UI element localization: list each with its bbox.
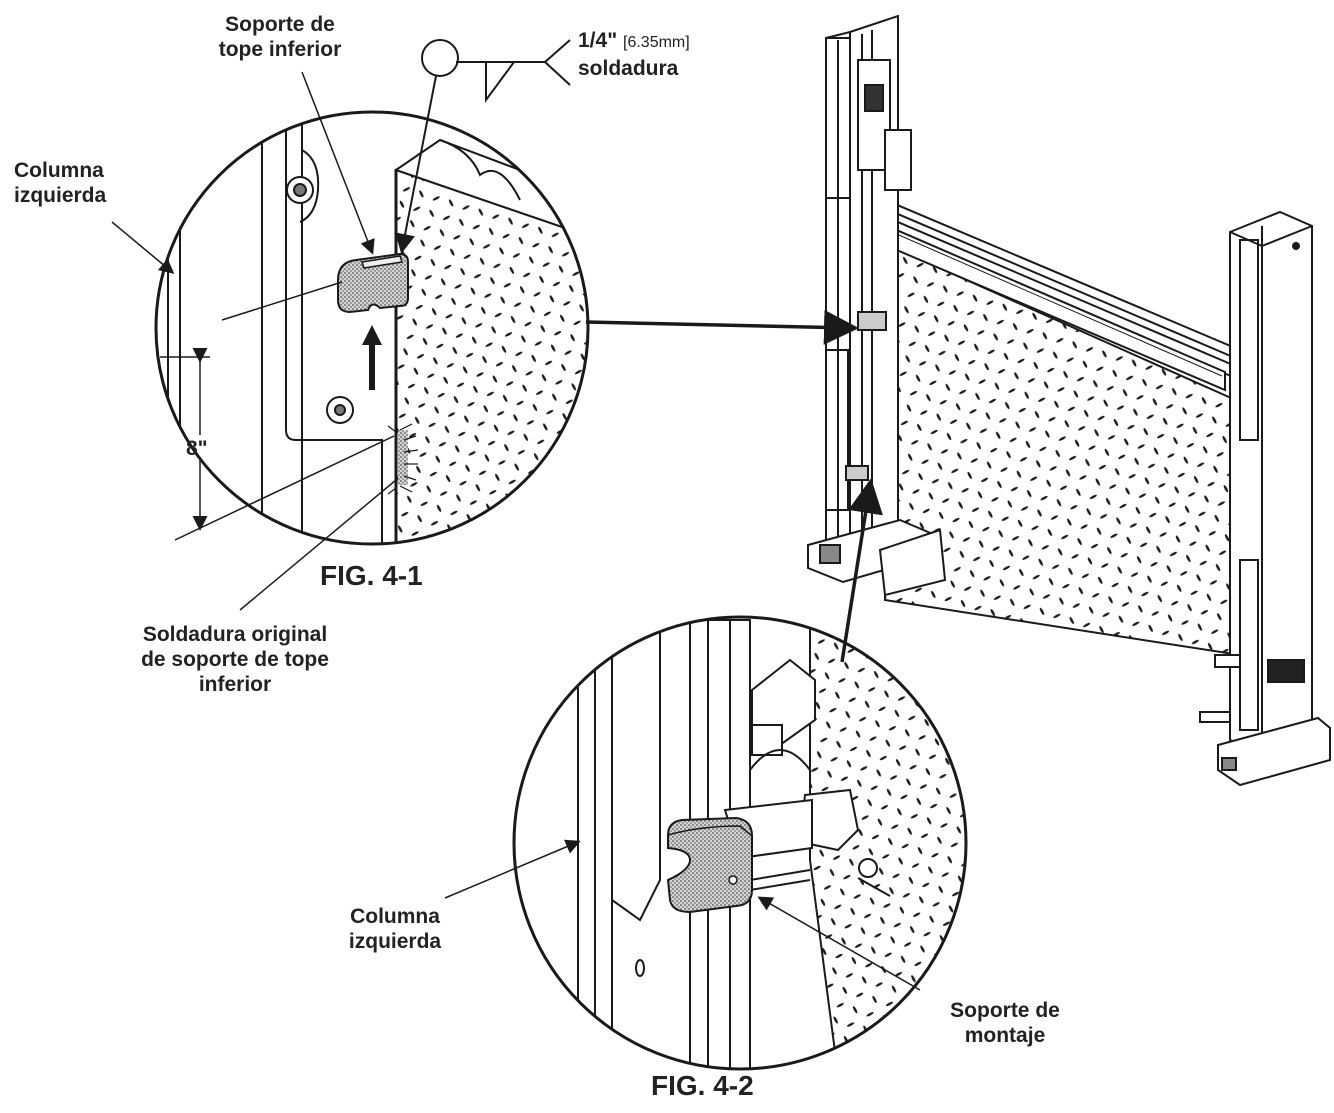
label-weld-size: 1/4" [6.35mm]: [578, 28, 690, 55]
label-weld-word: soldadura: [578, 57, 679, 80]
label-mounting-bracket-line2: montaje: [964, 1024, 1046, 1047]
lift-assembly: [807, 14, 1331, 787]
label-original-weld-line3: inferior: [198, 673, 272, 696]
label-left-column-bottom-line1: Columna: [350, 905, 440, 928]
weld-size-value: 1/4": [578, 29, 618, 52]
figure-caption-4-1: FIG. 4-1: [320, 560, 423, 591]
label-left-column-top-line2: izquierda: [14, 184, 107, 207]
label-left-column-bottom: Columna izquierda: [335, 904, 455, 954]
label-original-weld-line2: de soporte de tope: [141, 648, 329, 671]
mounting-bracket: [666, 816, 753, 914]
weld-symbol: [395, 39, 571, 254]
figure-caption-4-2: FIG. 4-2: [651, 1070, 754, 1101]
label-original-weld: Soldadura original de soporte de tope in…: [80, 622, 390, 697]
detail-fig-4-1: [111, 39, 859, 611]
label-original-weld-line1: Soldadura original: [142, 623, 328, 646]
label-mounting-bracket-line1: Soporte de: [950, 999, 1060, 1022]
label-mounting-bracket: Soporte de montaje: [920, 998, 1090, 1048]
label-stop-bracket-line1: Soporte de: [225, 13, 335, 36]
label-stop-bracket-line2: tope inferior: [218, 38, 342, 61]
stop-bracket: [337, 252, 409, 314]
connector-arrow-bottom: [840, 478, 883, 663]
original-weld-mark: [387, 423, 419, 495]
label-left-column-top-line1: Columna: [14, 159, 104, 182]
connector-arrow-top: [585, 309, 859, 345]
label-left-column-top: Columna izquierda: [14, 158, 106, 208]
label-stop-bracket: Soporte de tope inferior: [200, 12, 360, 62]
label-left-column-bottom-line2: izquierda: [348, 930, 442, 953]
weld-size-metric: [6.35mm]: [623, 34, 690, 51]
label-dimension-8in: 8": [186, 437, 208, 460]
